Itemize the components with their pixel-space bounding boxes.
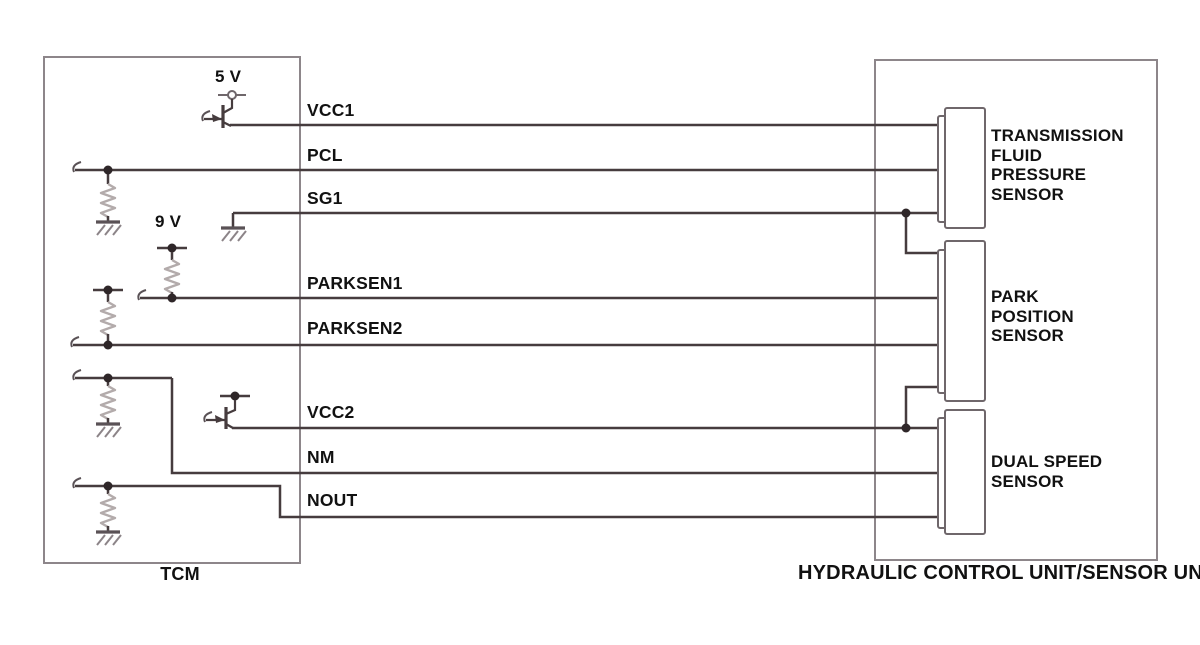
supply-terminal-icon <box>155 242 189 254</box>
resistor-spring-icon <box>99 182 117 219</box>
signal-label-sg1: SG1 <box>307 188 343 208</box>
pnp-transistor-icon <box>203 390 252 429</box>
wire-park-top-pin <box>904 213 939 255</box>
tcm-caption: TCM <box>160 564 200 584</box>
junction-dot-icon <box>103 340 113 350</box>
junction-dot-icon <box>103 481 113 491</box>
resistor-nout-pulldown <box>94 486 123 547</box>
tcm-box <box>43 56 301 564</box>
connector-plug-icon <box>944 107 986 229</box>
supply-label-9v: 9 V <box>155 212 182 231</box>
supply-terminal-icon <box>218 390 252 402</box>
junction-dot-icon <box>103 165 113 175</box>
supply-label-5v: 5 V <box>215 67 242 86</box>
hydraulic-unit-caption: HYDRAULIC CONTROL UNIT/SENSOR UNIT <box>798 562 1200 584</box>
ground-icon <box>94 422 123 439</box>
resistor-spring-icon <box>163 258 181 295</box>
junction-dot-icon <box>901 423 911 433</box>
connector-plug-icon <box>944 409 986 535</box>
ground-icon <box>94 220 123 237</box>
signal-label-parksen1: PARKSEN1 <box>307 273 403 293</box>
connector-tfp-sensor <box>937 107 986 229</box>
signal-label-vcc2: VCC2 <box>307 402 355 422</box>
wire-park-bottom-pin <box>904 385 939 428</box>
resistor-pcl-pulldown <box>94 170 123 237</box>
signal-label-nm: NM <box>307 447 335 467</box>
resistor-9v-pullup <box>155 242 189 298</box>
resistor-spring-icon <box>99 384 117 421</box>
signal-label-vcc1: VCC1 <box>307 100 355 120</box>
resistor-nm-pulldown <box>94 378 123 439</box>
wire-nm <box>170 378 939 475</box>
ground-icon <box>219 226 248 243</box>
wire-group <box>73 123 939 519</box>
resistor-parksen2-pullup <box>91 284 125 345</box>
signal-label-nout: NOUT <box>307 490 358 510</box>
resistor-spring-icon <box>99 492 117 529</box>
connector-park-sensor <box>937 240 986 402</box>
supply-terminal-icon <box>227 90 237 100</box>
connector-plug-icon <box>944 240 986 402</box>
junction-dots <box>103 165 911 491</box>
supply-terminal-icon <box>91 284 125 296</box>
pnp-transistor-icon <box>201 90 246 128</box>
signal-label-parksen2: PARKSEN2 <box>307 318 403 338</box>
hydraulic-unit-box <box>874 59 1158 561</box>
resistor-spring-icon <box>99 300 117 337</box>
connector-dual-speed-sensor <box>937 409 986 535</box>
ground-icon <box>94 530 123 547</box>
sensor-label-dual-speed: DUAL SPEED SENSOR <box>991 452 1103 491</box>
signal-label-pcl: PCL <box>307 145 343 165</box>
sensor-label-transmission-fluid-pressure: TRANSMISSION FLUID PRESSURE SENSOR <box>991 126 1124 204</box>
wire-nout <box>75 484 939 519</box>
sensor-label-park-position: PARK POSITION SENSOR <box>991 287 1074 345</box>
junction-dot-icon <box>901 208 911 218</box>
junction-dot-icon <box>167 293 177 303</box>
junction-dot-icon <box>103 373 113 383</box>
